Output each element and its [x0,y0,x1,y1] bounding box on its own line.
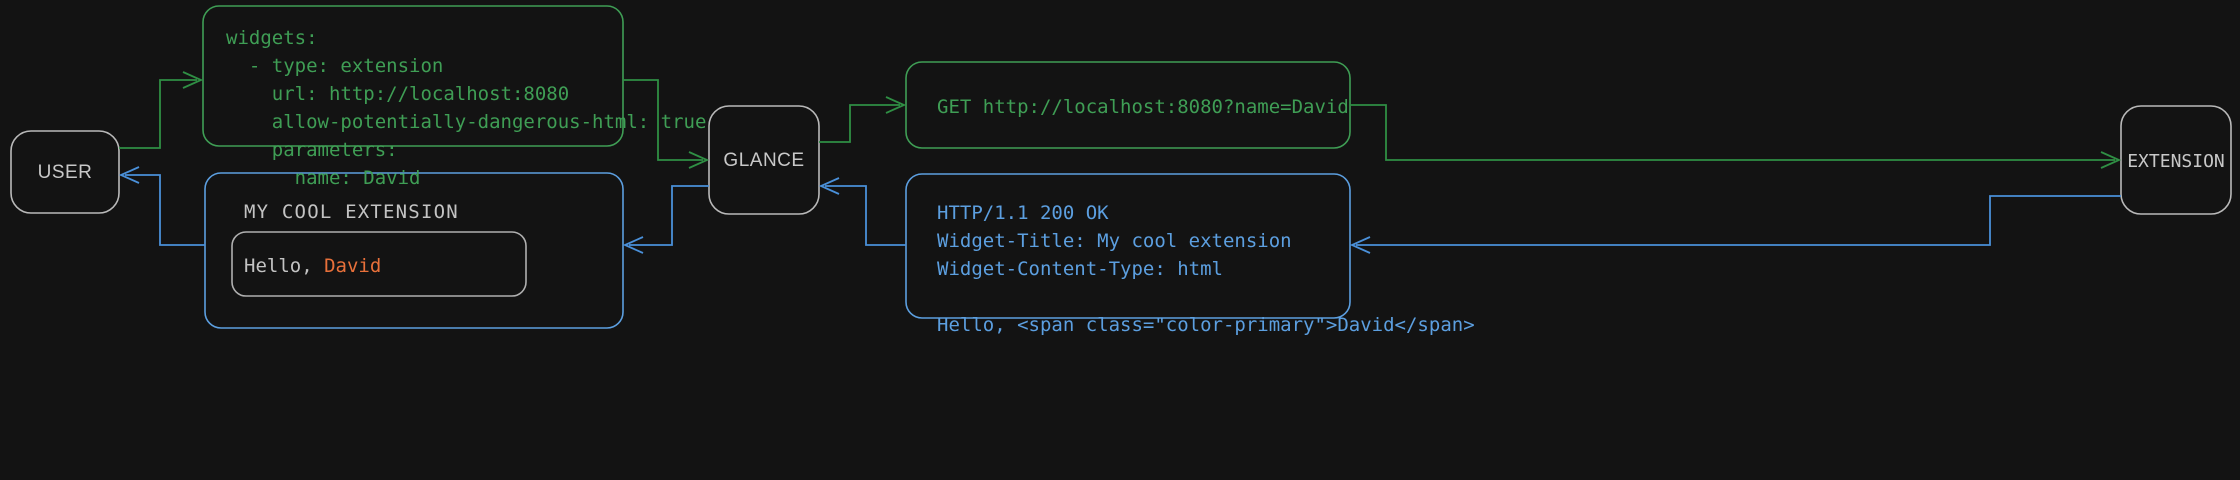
response-text: HTTP/1.1 200 OK Widget-Title: My cool ex… [937,202,1475,336]
widget-preview-title: MY COOL EXTENSION [244,201,459,223]
arrowhead-widget-in [622,236,644,254]
flow-response-to-glance [825,185,906,246]
node-label-user: USER [37,162,93,183]
flow-widget-to-user [125,174,205,246]
widget-preview-greeting: Hello, David [244,255,381,277]
request-line-text: GET http://localhost:8080?name=David [937,96,1349,118]
flow-glance-to-request [819,104,900,143]
flow-request-to-extension [1350,104,2115,161]
arrowhead-user-return [118,166,140,184]
flow-user-to-config [119,79,197,149]
widget-preview-border[interactable] [204,172,624,329]
flow-glance-to-widget [629,185,709,246]
greeting-prefix: Hello, [244,255,325,277]
arrowhead-config-in [182,71,204,89]
arrowhead-glance-return [818,177,840,195]
node-label-glance: GLANCE [723,150,805,171]
config-yaml-text: widgets: - type: extension url: http://l… [226,27,707,189]
node-label-extension: EXTENSION [2127,151,2225,172]
greeting-name: David [324,255,382,277]
arrowhead-request-in [885,96,907,114]
